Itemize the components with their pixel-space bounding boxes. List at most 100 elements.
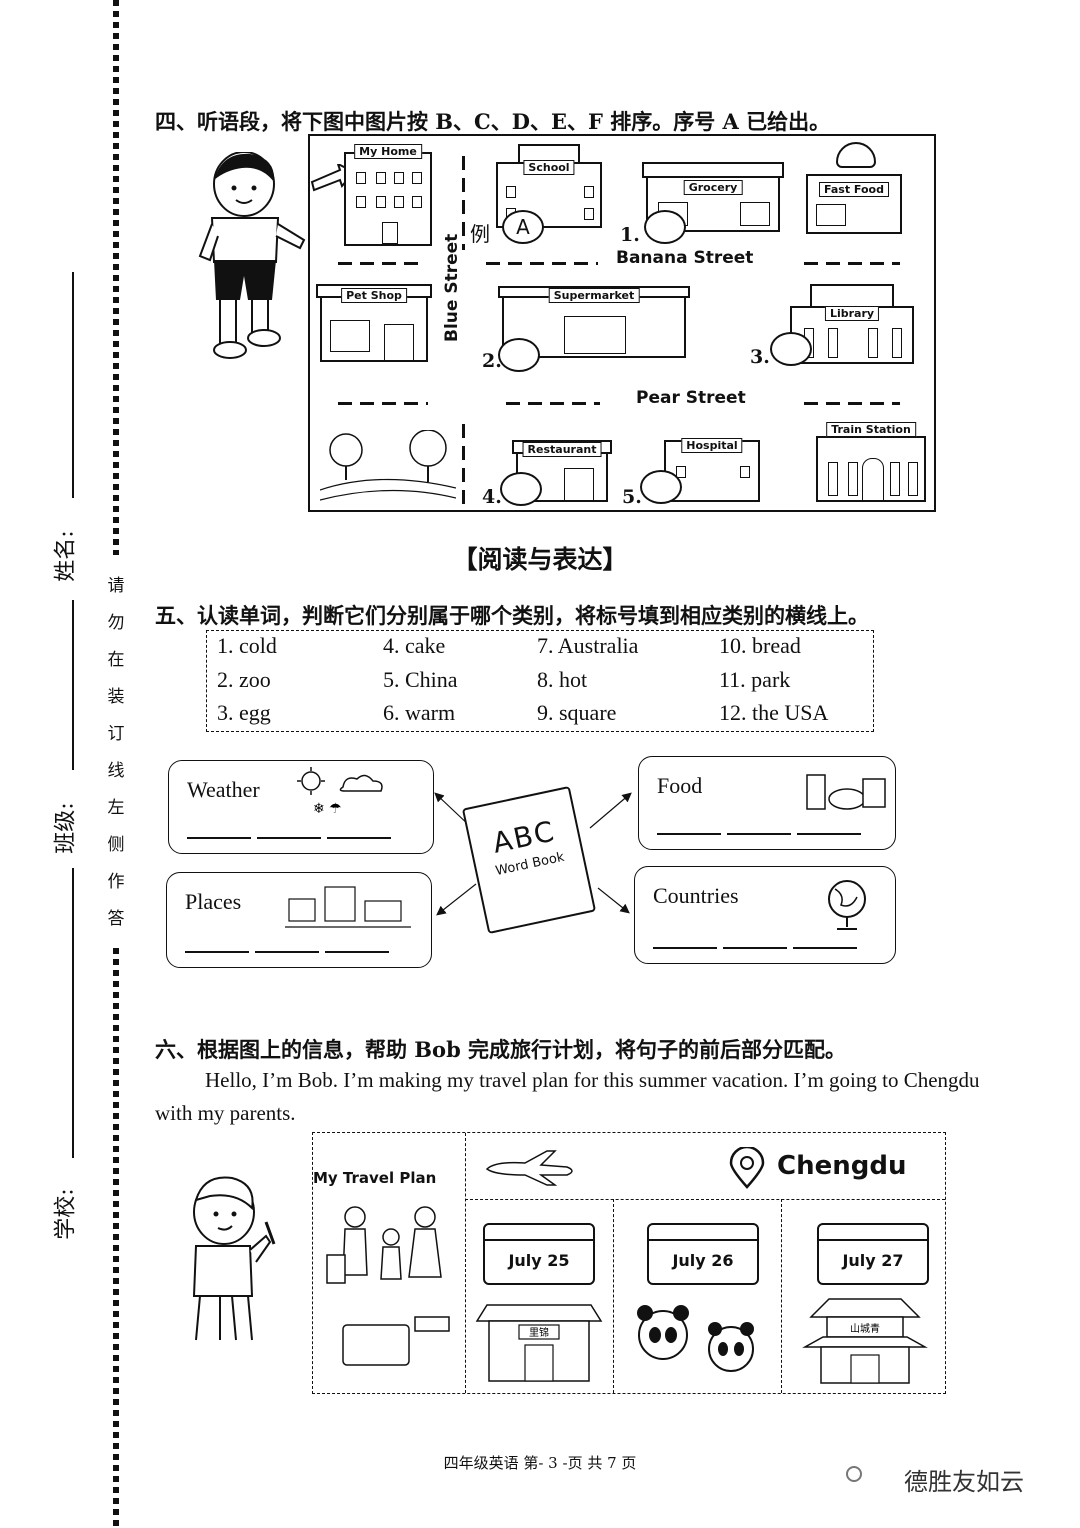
category-weather-label: Weather [187,777,260,802]
example-label: 例 [470,222,490,246]
category-food-label: Food [657,773,703,798]
word-7: 7. Australia [537,633,639,658]
word-2: 2. zoo [217,667,271,692]
grocery-sign: Grocery [683,180,743,195]
airplane-icon [485,1150,573,1186]
pet-shop-building: Pet Shop [316,284,432,362]
food-icon [806,774,886,810]
fast-food-building: Fast Food [806,142,902,234]
hospital-sign: Hospital [681,438,743,453]
class-label: 班级: [53,802,79,854]
number-1: 1. [620,224,640,246]
pear-street-dash-right [804,402,900,405]
word-10: 10. bread [719,633,801,658]
answer-circle-2[interactable] [498,338,540,372]
q5-heading: 五、认读单词，判断它们分别属于哪个类别，将标号填到相应类别的横线上。 [155,603,869,628]
my-home-sign: My Home [354,144,422,159]
my-home-building: My Home [344,144,432,246]
bob-figure [192,1176,276,1341]
page-footer: 四年级英语 第- 3 -页 共 7 页 [443,1454,637,1472]
countries-answer-lines[interactable] [653,947,857,949]
word-11: 11. park [719,667,791,692]
calendar-july-25: July 25 [483,1223,595,1285]
number-4: 4. [482,486,502,508]
brand-watermark: 德胜友如云 [904,1468,1024,1496]
word-table: 1. cold 4. cake 7. Australia 10. bread 2… [206,630,874,732]
blue-street-dash-top [462,156,465,250]
train-station-sign: Train Station [826,422,916,437]
jinli-sign: 里锦 [529,1326,549,1339]
category-countries-label: Countries [653,883,739,908]
banana-street-dash-mid [486,262,598,265]
banana-street-dash-right [804,262,900,265]
number-3: 3. [750,346,770,368]
date-july-27: July 27 [842,1251,904,1270]
pavilion-illustration: 山城青 [802,1298,928,1384]
binding-dotted-line-bottom [113,948,119,1528]
section-title: 【阅读与表达】 [452,545,628,574]
burger-icon [836,142,876,168]
jinli-gate-illustration: 里锦 [475,1304,603,1382]
binding-dotted-line-top [113,0,119,555]
date-july-26: July 26 [672,1251,734,1270]
school-line[interactable] [72,868,74,1158]
location-pin-icon [729,1147,765,1189]
pear-street-dash-left [338,402,428,405]
train-station-building: Train Station [816,422,926,502]
banana-street-dash-left [338,262,426,265]
word-1: 1. cold [217,633,277,658]
school-sign: School [523,160,575,175]
pear-street-dash-mid [506,402,600,405]
answer-circle-5[interactable] [640,470,682,504]
travel-plan: My Travel Plan Chengdu July 25 July 26 J… [312,1132,946,1394]
q6-paragraph: Hello, I’m Bob. I’m making my travel pla… [155,1068,980,1125]
weather-icon: ❄ ☂ [297,767,383,817]
boy-figure [198,152,306,359]
word-5: 5. China [383,667,458,692]
blue-street-label: Blue Street [442,233,462,342]
word-4: 4. cake [383,633,446,658]
park-scene [320,430,456,501]
binding-notice: 请 勿 在 装 订 线 左 侧 作 答 [107,576,125,929]
globe-icon [828,880,866,930]
food-answer-lines[interactable] [657,833,861,835]
category-places: Places [166,872,432,968]
school-building: School [496,144,602,228]
word-8: 8. hot [537,667,588,692]
name-line[interactable] [72,272,74,498]
weather-answer-lines[interactable] [187,837,391,839]
family-luggage-illustration [326,1206,450,1366]
number-5: 5. [622,486,642,508]
blue-street-dash-bottom [462,424,465,504]
q4-heading: 四、听语段，将下图中图片按 B、C、D、E、F 排序。序号 A 已给出。 [155,109,831,134]
category-places-label: Places [185,889,242,914]
answer-circle-3[interactable] [770,332,812,366]
word-6: 6. warm [383,700,456,725]
fast-food-sign: Fast Food [819,182,889,197]
category-food: Food [638,756,896,850]
calendar-july-27: July 27 [817,1223,929,1285]
supermarket-sign: Supermarket [548,288,640,303]
number-2: 2. [482,350,502,372]
category-weather: Weather ❄ ☂ [168,760,434,854]
answer-circle-4[interactable] [500,472,542,506]
restaurant-sign: Restaurant [522,442,602,457]
banana-street-label: Banana Street [616,248,754,268]
answer-circle-example: A [502,210,544,244]
library-sign: Library [824,306,880,321]
wechat-icon [846,1466,862,1482]
school-label: 学校: [53,1188,79,1240]
pavilion-sign: 山城青 [850,1322,880,1335]
city-name: Chengdu [777,1151,907,1181]
pear-street-label: Pear Street [636,388,746,408]
class-line[interactable] [72,600,74,770]
category-countries: Countries [634,866,896,964]
panda-illustration [637,1305,754,1372]
word-12: 12. the USA [719,700,829,725]
word-3: 3. egg [217,700,271,725]
places-answer-lines[interactable] [185,951,389,953]
places-icon [285,886,411,928]
pet-shop-sign: Pet Shop [341,288,407,303]
calendar-july-26: July 26 [647,1223,759,1285]
answer-circle-1[interactable] [644,210,686,244]
